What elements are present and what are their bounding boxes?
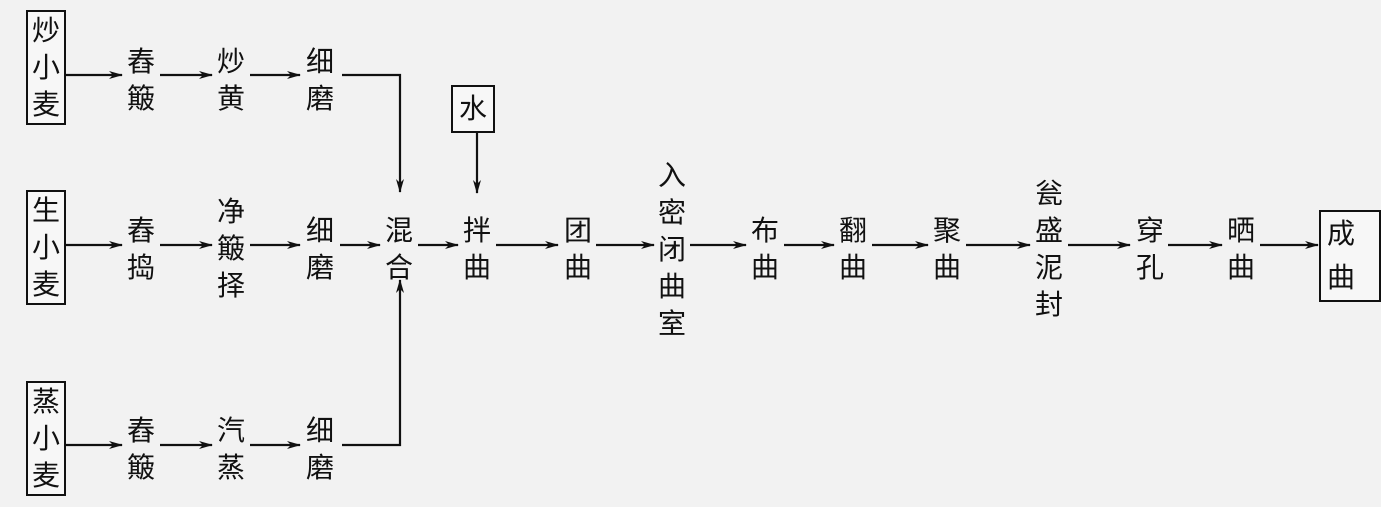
turn-qu-node: 翻曲 (838, 214, 867, 284)
finished-qu-box: 成曲 (1319, 210, 1381, 302)
ball-qu-node: 团曲 (563, 214, 592, 284)
sun-dry-node: 晒曲 (1226, 214, 1255, 284)
mix-node: 混合 (384, 214, 413, 284)
perforate-node: 穿孔 (1135, 214, 1164, 284)
pound-node: 舂捣 (126, 214, 155, 284)
jar-seal-node: 瓮盛泥封 (1034, 177, 1063, 321)
stir-fry-yellow-node: 炒黄 (216, 45, 245, 115)
stir-qu-node: 拌曲 (462, 214, 491, 284)
water-box: 水 (451, 85, 496, 133)
raw-wheat-box: 生小麦 (26, 190, 66, 305)
arrow-r3-to-mix (342, 279, 404, 447)
fine-grind-node: 细磨 (305, 414, 334, 484)
fine-grind-node: 细磨 (305, 45, 334, 115)
pound-winnow-node: 舂簸 (126, 414, 155, 484)
steam-node: 汽蒸 (216, 414, 245, 484)
pound-winnow-node: 舂簸 (126, 45, 155, 115)
steamed-wheat-box: 蒸小麦 (26, 381, 66, 496)
fine-grind-node: 细磨 (305, 214, 334, 284)
arrow-r1-to-mix (342, 73, 404, 193)
fried-wheat-box: 炒小麦 (26, 10, 66, 125)
enter-sealed-room-node: 入密闭曲室 (657, 159, 686, 340)
clean-winnow-select-node: 净簸择 (216, 195, 245, 302)
gather-qu-node: 聚曲 (932, 214, 961, 284)
spread-qu-node: 布曲 (750, 214, 779, 284)
